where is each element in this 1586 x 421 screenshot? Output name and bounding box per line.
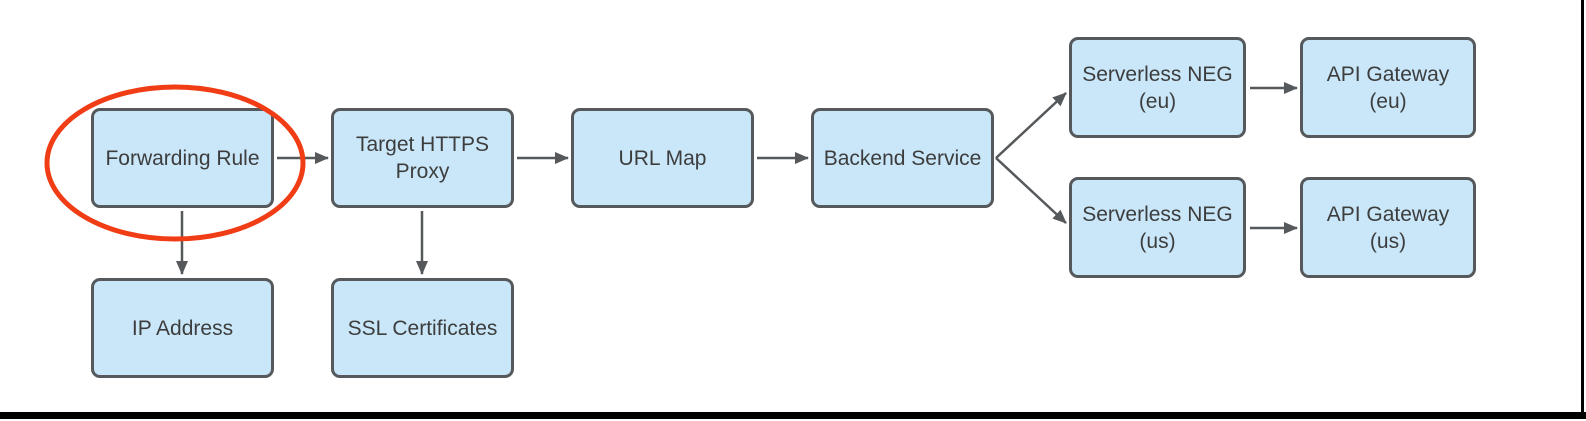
node-label: SSL Certificates <box>347 316 498 340</box>
node-label: (us) <box>1139 229 1176 253</box>
node-ssl-certificates: SSL Certificates <box>331 278 514 378</box>
node-api-gateway-us: API Gateway (us) <box>1300 177 1476 278</box>
node-label: (eu) <box>1138 89 1177 113</box>
node-label: IP Address <box>131 316 234 340</box>
node-forwarding-rule: Forwarding Rule <box>91 108 274 208</box>
screenshot-edge-right <box>1581 0 1584 419</box>
node-label: Target HTTPS <box>355 133 490 156</box>
node-label: Serverless NEG <box>1082 62 1233 86</box>
node-label: Forwarding Rule <box>105 146 260 170</box>
node-ip-address: IP Address <box>91 278 274 378</box>
node-label: (us) <box>1369 229 1407 253</box>
node-label: (eu) <box>1369 89 1407 113</box>
node-label: API Gateway <box>1326 202 1450 226</box>
node-label: URL Map <box>618 146 707 170</box>
screenshot-edge-bottom <box>0 412 1586 419</box>
node-api-gateway-eu: API Gateway (eu) <box>1300 37 1476 138</box>
node-label: API Gateway <box>1326 62 1450 86</box>
node-url-map: URL Map <box>571 108 754 208</box>
node-serverless-neg-eu: Serverless NEG (eu) <box>1069 37 1246 138</box>
edge-arrow-backend-neg-eu <box>995 92 1067 159</box>
node-label: Serverless NEG <box>1082 202 1233 226</box>
node-label: Backend Service <box>823 146 982 170</box>
node-target-https-proxy: Target HTTPS Proxy <box>331 108 514 208</box>
node-label: Proxy <box>395 160 450 183</box>
node-backend-service: Backend Service <box>811 108 994 208</box>
node-serverless-neg-us: Serverless NEG (us) <box>1069 177 1246 278</box>
edge-arrow-backend-neg-us <box>995 157 1067 224</box>
